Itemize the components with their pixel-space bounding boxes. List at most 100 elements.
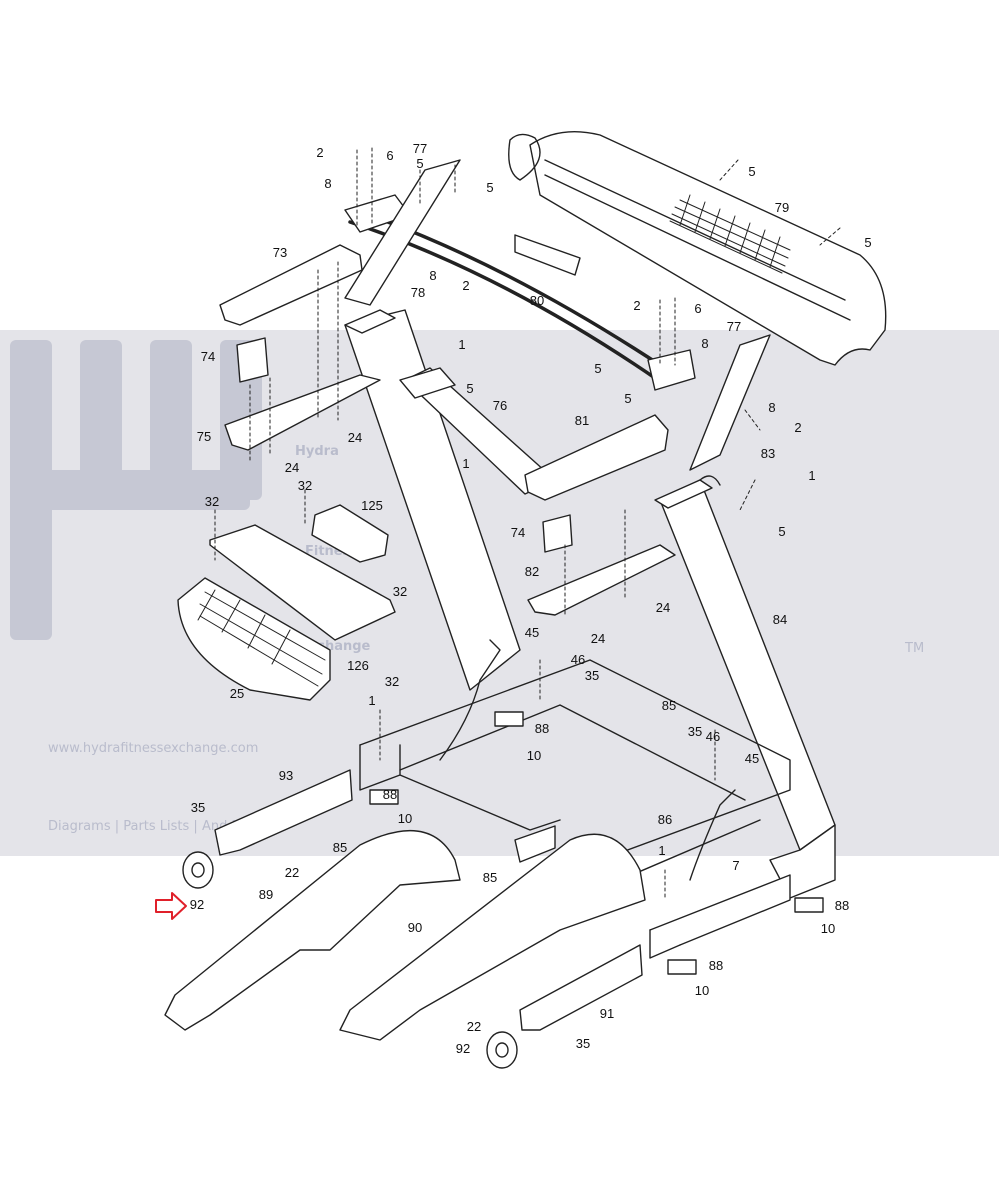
top-bracket <box>399 367 456 399</box>
callout-10: 10 <box>527 748 541 763</box>
callout-5: 5 <box>778 524 785 539</box>
callout-45: 45 <box>525 625 539 640</box>
arrow-right-icon <box>155 892 187 920</box>
callout-22: 22 <box>285 865 299 880</box>
callout-80: 80 <box>530 293 544 308</box>
callout-1: 1 <box>808 468 815 483</box>
wheel-left <box>182 851 214 889</box>
motor-hood-front <box>177 577 331 701</box>
watermark-url: www.hydrafitnessexchange.com <box>48 741 258 756</box>
handlebar-frame <box>344 159 771 471</box>
callout-35: 35 <box>688 724 702 739</box>
callout-5: 5 <box>486 180 493 195</box>
callout-79: 79 <box>775 200 789 215</box>
callout-46: 46 <box>571 652 585 667</box>
base-frame <box>359 639 791 959</box>
callout-91: 91 <box>600 1006 614 1021</box>
callout-10: 10 <box>398 811 412 826</box>
callout-22: 22 <box>467 1019 481 1034</box>
callout-8: 8 <box>324 176 331 191</box>
callout-8: 8 <box>429 268 436 283</box>
callout-85: 85 <box>662 698 676 713</box>
callout-32: 32 <box>205 494 219 509</box>
callout-7: 7 <box>732 858 739 873</box>
callout-25: 25 <box>230 686 244 701</box>
brand-logo-mark <box>10 340 262 640</box>
watermark-tagline: Diagrams | Parts Lists | And More <box>48 819 264 834</box>
side-rail-right <box>339 833 646 1041</box>
callout-2: 2 <box>462 278 469 293</box>
roller-bracket-right <box>519 944 643 1031</box>
callout-6: 6 <box>694 301 701 316</box>
callout-73: 73 <box>273 245 287 260</box>
callout-85: 85 <box>483 870 497 885</box>
callout-82: 82 <box>525 564 539 579</box>
callout-10: 10 <box>695 983 709 998</box>
callout-74: 74 <box>201 349 215 364</box>
callout-85: 85 <box>333 840 347 855</box>
upright-cap <box>344 309 396 334</box>
foot-pad <box>667 959 697 975</box>
motor <box>311 504 389 563</box>
assembly-guides <box>214 147 841 901</box>
handgrip-right <box>527 544 676 616</box>
callout-35: 35 <box>585 668 599 683</box>
watermark-brand-line1: Hydra <box>295 444 339 459</box>
callout-77: 77 <box>727 319 741 334</box>
callout-125: 125 <box>361 498 383 513</box>
callout-92: 92 <box>190 897 204 912</box>
watermark: Hydra Fitness Exchange TM www.hydrafitne… <box>0 330 999 856</box>
callout-24: 24 <box>285 460 299 475</box>
handrail-tube-left <box>236 337 269 383</box>
callout-1: 1 <box>658 843 665 858</box>
callout-46: 46 <box>706 729 720 744</box>
callout-88: 88 <box>383 787 397 802</box>
callout-32: 32 <box>298 478 312 493</box>
callout-5: 5 <box>864 235 871 250</box>
callout-88: 88 <box>835 898 849 913</box>
watermark-trademark: TM <box>904 641 924 656</box>
callout-75: 75 <box>197 429 211 444</box>
wheel-right <box>486 1031 518 1069</box>
callout-2: 2 <box>794 420 801 435</box>
callout-24: 24 <box>656 600 670 615</box>
foot-pad <box>369 789 399 805</box>
callout-10: 10 <box>821 921 835 936</box>
callout-45: 45 <box>745 751 759 766</box>
callout-32: 32 <box>385 674 399 689</box>
handrail-tube-right <box>542 514 573 553</box>
callout-84: 84 <box>773 612 787 627</box>
callout-90: 90 <box>408 920 422 935</box>
callout-32: 32 <box>393 584 407 599</box>
callout-5: 5 <box>594 361 601 376</box>
callout-8: 8 <box>768 400 775 415</box>
callout-88: 88 <box>709 958 723 973</box>
highlight-arrow <box>155 892 187 920</box>
callout-8: 8 <box>701 336 708 351</box>
callout-126: 126 <box>347 658 369 673</box>
callout-93: 93 <box>279 768 293 783</box>
callout-1: 1 <box>458 337 465 352</box>
callout-24: 24 <box>591 631 605 646</box>
callout-89: 89 <box>259 887 273 902</box>
callout-35: 35 <box>191 800 205 815</box>
callout-5: 5 <box>748 164 755 179</box>
foot-pad <box>494 711 524 727</box>
motor-hood-upper <box>209 524 396 641</box>
callout-78: 78 <box>411 285 425 300</box>
treadmill-line-art <box>164 130 887 1069</box>
callout-88: 88 <box>535 721 549 736</box>
callout-76: 76 <box>493 398 507 413</box>
callout-6: 6 <box>386 148 393 163</box>
callout-5: 5 <box>466 381 473 396</box>
callout-24: 24 <box>348 430 362 445</box>
handrail-cover-left <box>219 244 363 326</box>
callout-83: 83 <box>761 446 775 461</box>
callout-77: 77 <box>413 141 427 156</box>
roller-bracket-left <box>214 769 353 856</box>
console-hood <box>508 130 887 366</box>
foot-pad <box>794 897 824 913</box>
callout-1: 1 <box>462 456 469 471</box>
